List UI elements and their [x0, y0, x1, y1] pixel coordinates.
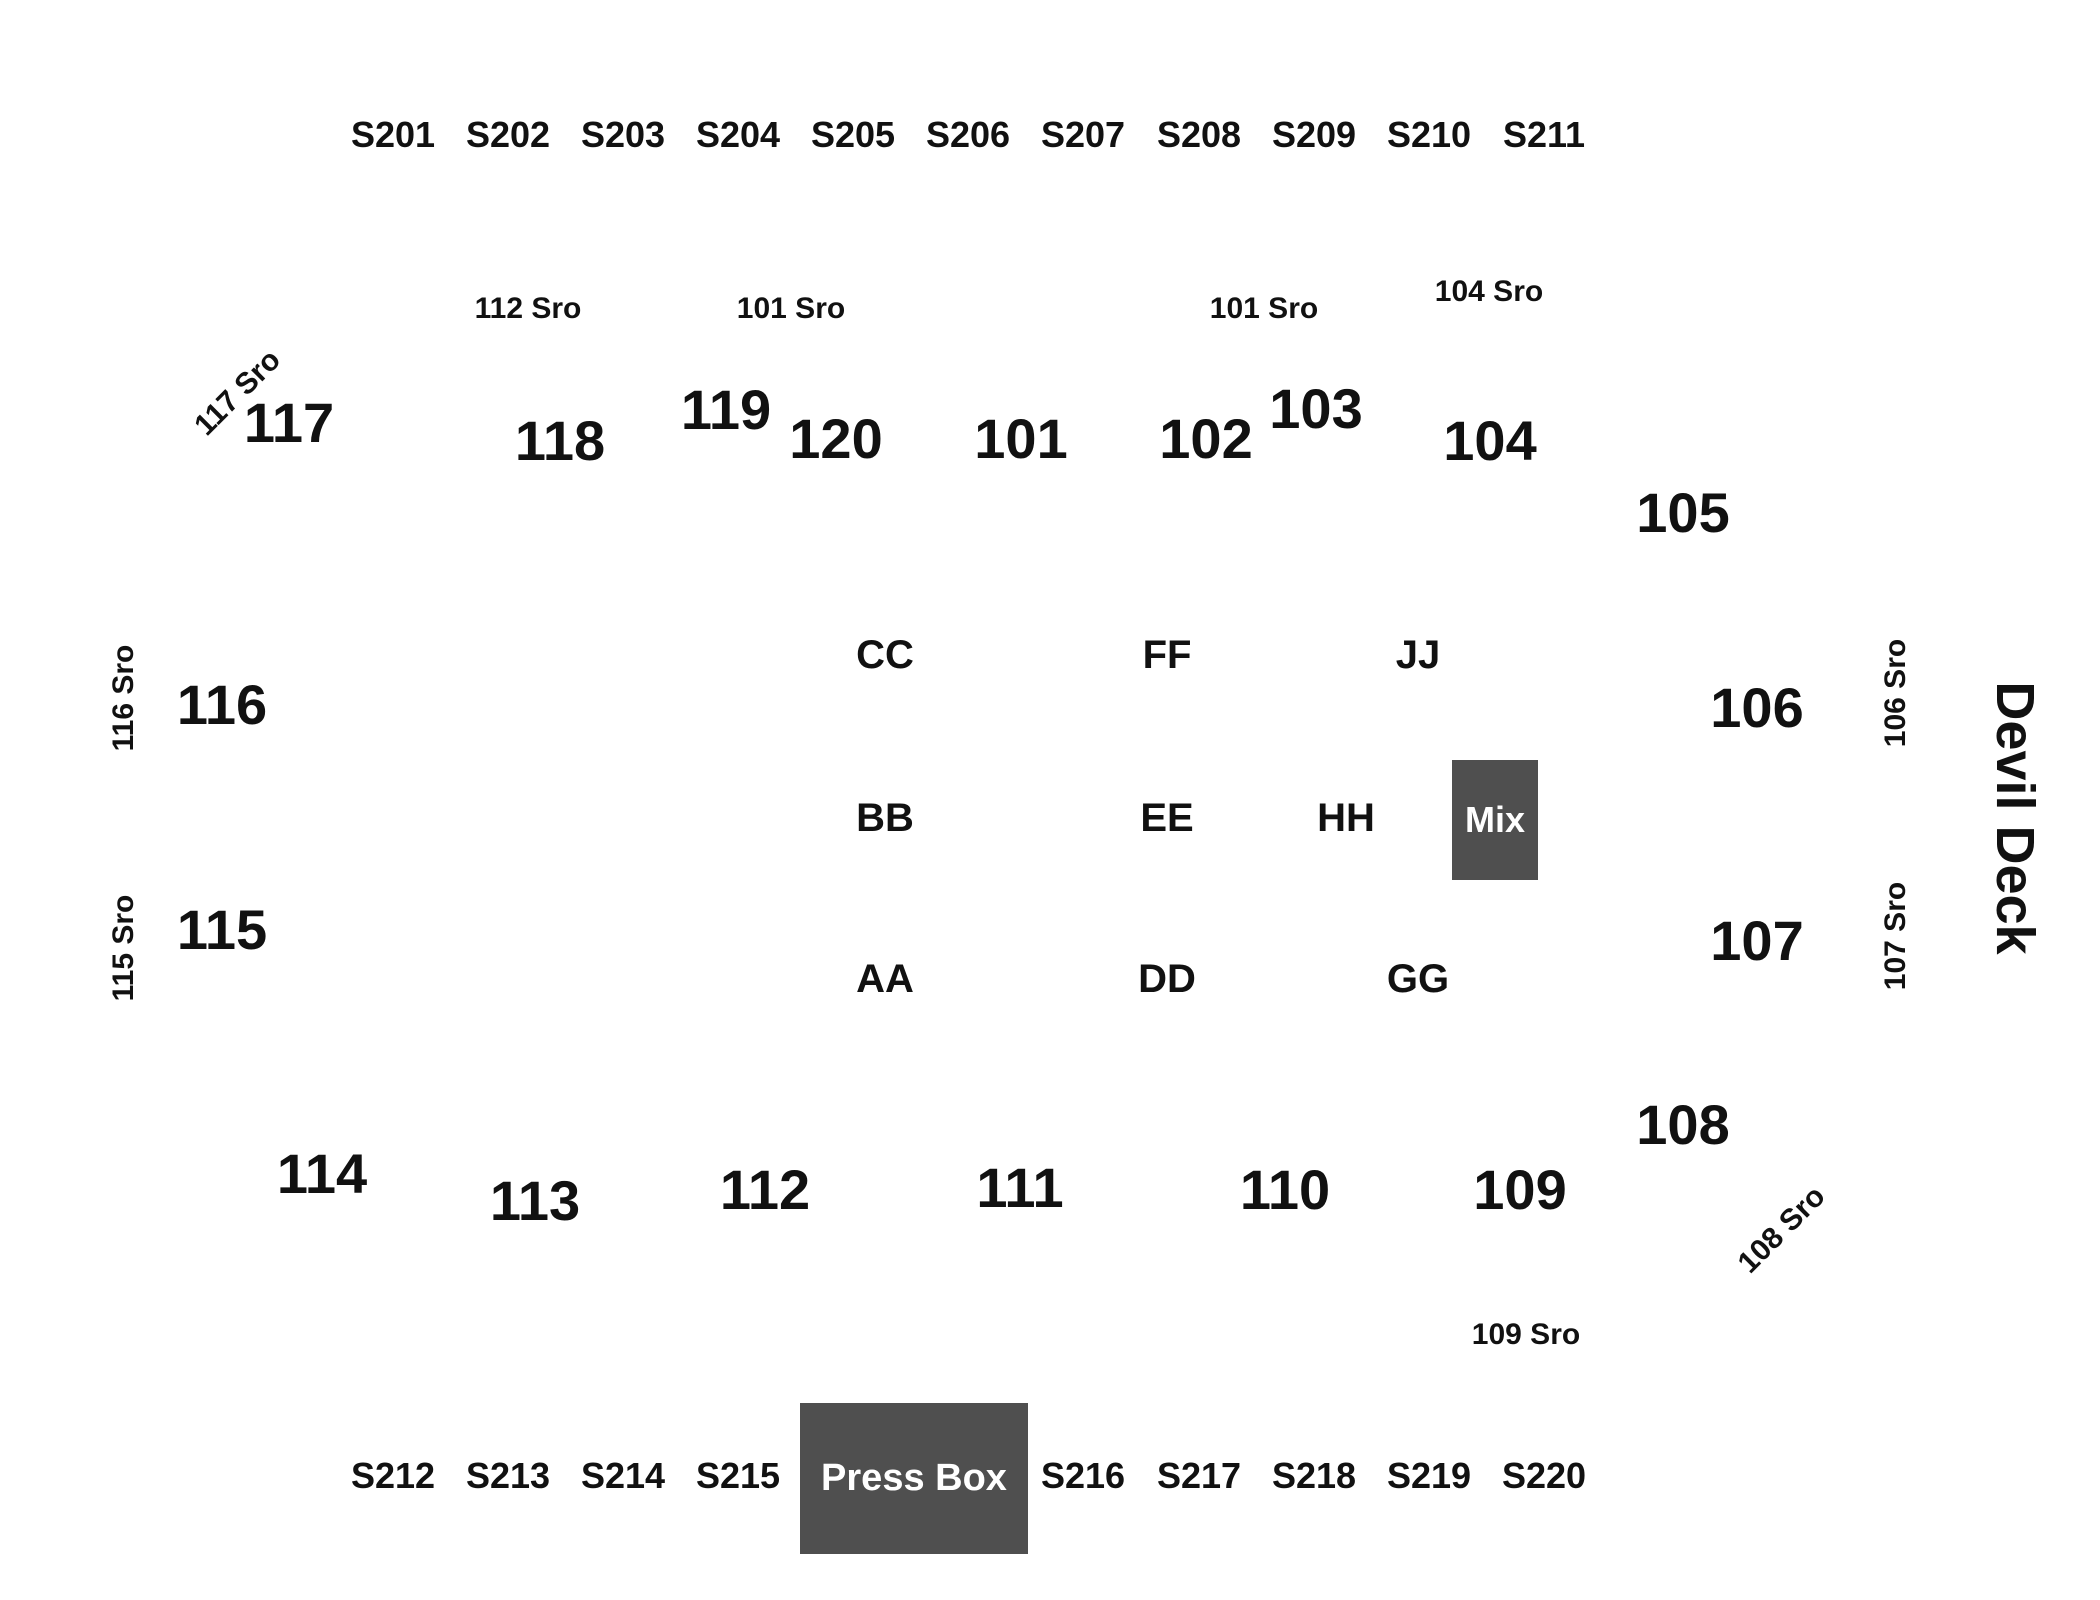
suite-s209[interactable]: S209 [1271, 114, 1357, 155]
devil-deck-label[interactable]: Devil Deck [1985, 681, 2045, 955]
suite-s208[interactable]: S208 [1156, 114, 1242, 155]
mix-position: Mix [1452, 760, 1538, 880]
suite-s218[interactable]: S218 [1271, 1455, 1357, 1496]
floor-ff[interactable]: FF [1142, 633, 1192, 677]
suite-s215[interactable]: S215 [695, 1455, 781, 1496]
section-119[interactable]: 119 [680, 378, 772, 441]
section-112[interactable]: 112 [719, 1158, 811, 1221]
suite-s206[interactable]: S206 [925, 114, 1011, 155]
press-box: Press Box [800, 1403, 1028, 1554]
sro-101-right[interactable]: 101 Sro [1209, 292, 1319, 325]
floor-bb[interactable]: BB [856, 796, 914, 840]
sro-106[interactable]: 106 Sro [1879, 638, 1912, 748]
floor-aa[interactable]: AA [856, 957, 914, 1001]
section-105[interactable]: 105 [1636, 481, 1730, 544]
suite-s204[interactable]: S204 [695, 114, 781, 155]
suite-s214[interactable]: S214 [580, 1455, 666, 1496]
section-120[interactable]: 120 [789, 407, 883, 470]
section-108[interactable]: 108 [1636, 1093, 1730, 1156]
suite-s201[interactable]: S201 [350, 114, 436, 155]
section-117[interactable]: 117 [243, 391, 335, 454]
sro-116[interactable]: 116 Sro [107, 644, 140, 752]
floor-gg[interactable]: GG [1386, 957, 1450, 1001]
section-110[interactable]: 110 [1239, 1158, 1331, 1221]
sro-108[interactable]: 108 Sro [1731, 1179, 1832, 1280]
suite-s216[interactable]: S216 [1040, 1455, 1126, 1496]
floor-hh[interactable]: HH [1317, 796, 1375, 840]
sro-115[interactable]: 115 Sro [107, 894, 140, 1002]
section-114[interactable]: 114 [276, 1142, 368, 1205]
section-116[interactable]: 116 [176, 673, 268, 736]
suite-s220[interactable]: S220 [1501, 1455, 1587, 1496]
section-109[interactable]: 109 [1473, 1158, 1567, 1221]
section-115[interactable]: 115 [176, 898, 268, 961]
section-104[interactable]: 104 [1443, 409, 1537, 472]
floor-ee[interactable]: EE [1140, 796, 1194, 840]
sro-104[interactable]: 104 Sro [1434, 275, 1544, 308]
suite-s219[interactable]: S219 [1386, 1455, 1472, 1496]
section-101[interactable]: 101 [974, 407, 1068, 470]
section-113[interactable]: 113 [489, 1169, 581, 1232]
section-106[interactable]: 106 [1710, 676, 1804, 739]
suite-s205[interactable]: S205 [810, 114, 896, 155]
suite-s210[interactable]: S210 [1386, 114, 1472, 155]
sro-101-left[interactable]: 101 Sro [736, 292, 846, 325]
floor-jj[interactable]: JJ [1395, 633, 1441, 677]
floor-dd[interactable]: DD [1138, 957, 1196, 1001]
floor-cc[interactable]: CC [856, 633, 914, 677]
suite-s213[interactable]: S213 [465, 1455, 551, 1496]
section-118[interactable]: 118 [514, 409, 606, 472]
section-111[interactable]: 111 [976, 1156, 1064, 1219]
suite-s202[interactable]: S202 [465, 114, 551, 155]
suite-s217[interactable]: S217 [1156, 1455, 1242, 1496]
suite-s212[interactable]: S212 [350, 1455, 436, 1496]
sro-107[interactable]: 107 Sro [1879, 881, 1912, 991]
sro-112[interactable]: 112 Sro [474, 292, 582, 325]
section-107[interactable]: 107 [1710, 909, 1804, 972]
section-102[interactable]: 102 [1159, 407, 1253, 470]
suite-s207[interactable]: S207 [1040, 114, 1126, 155]
suite-s203[interactable]: S203 [580, 114, 666, 155]
sro-109[interactable]: 109 Sro [1471, 1318, 1581, 1351]
section-103[interactable]: 103 [1269, 377, 1363, 440]
suite-s211[interactable]: S211 [1502, 114, 1586, 155]
